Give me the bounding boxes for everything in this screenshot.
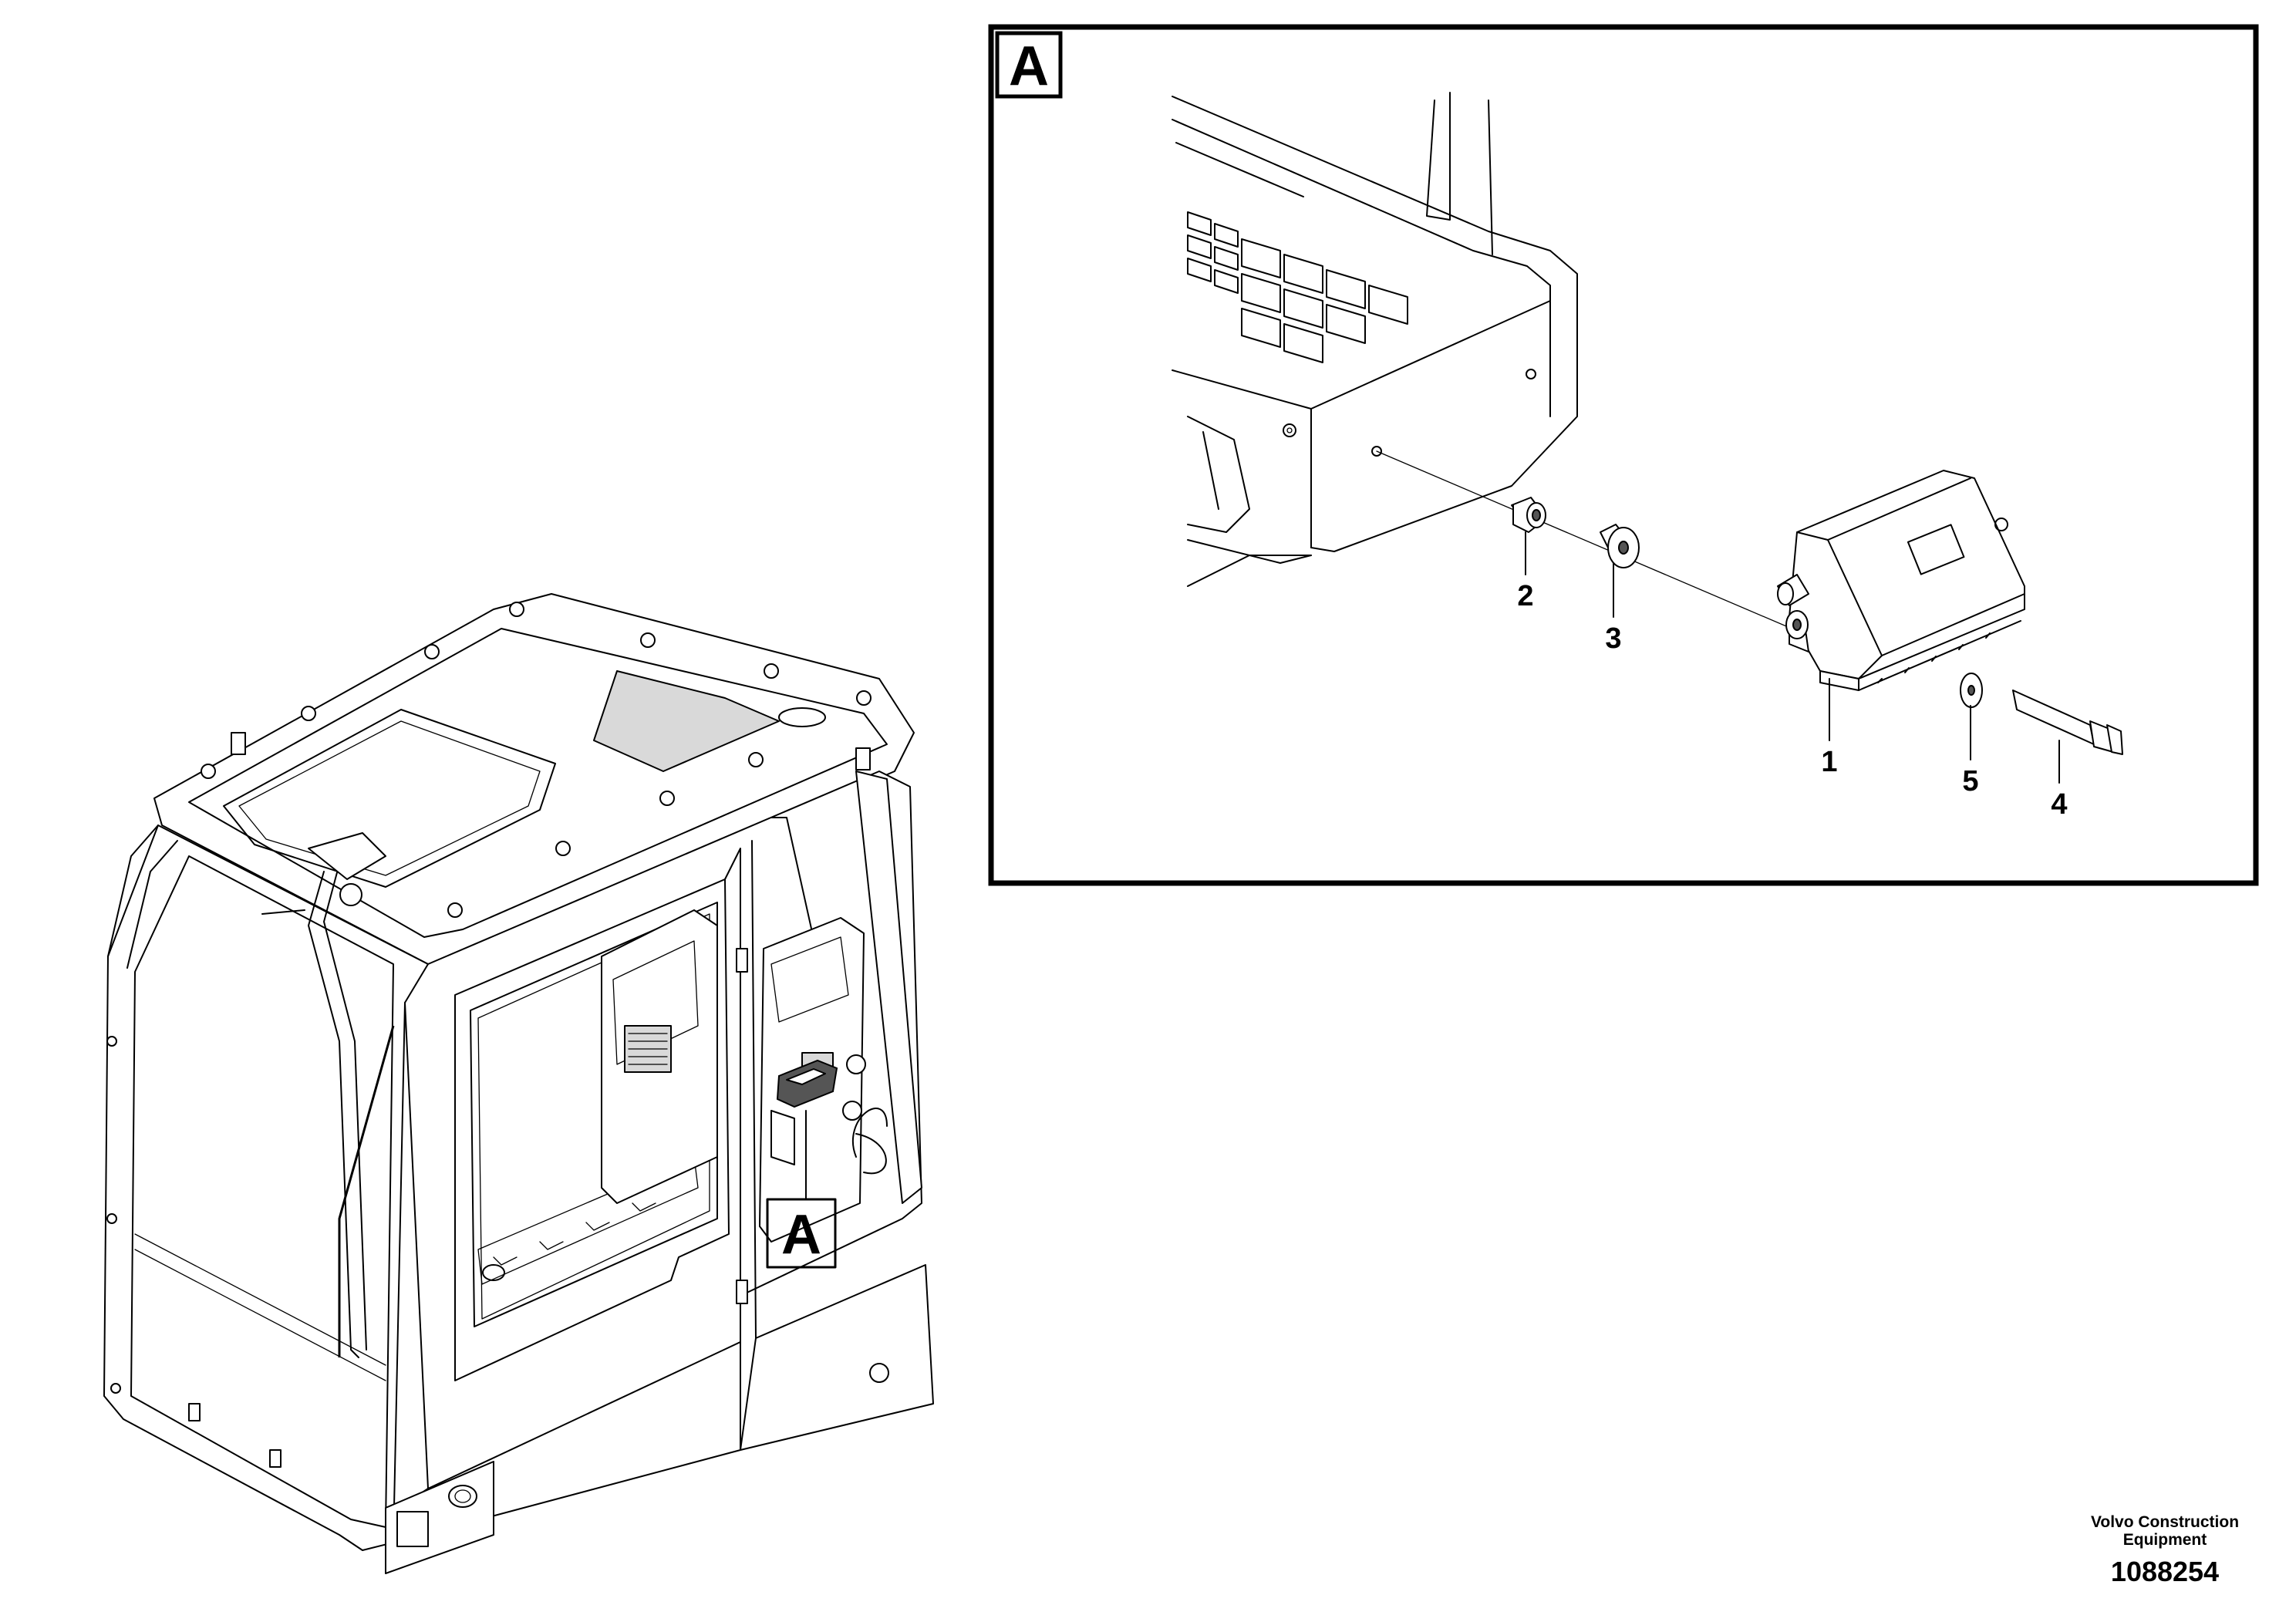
part-4-bolt [2012, 690, 2123, 755]
callout-3: 3 [1605, 622, 1621, 655]
console-housing [1172, 92, 1578, 587]
part-1-controller-unit [1777, 470, 2025, 691]
document-number: 1088254 [2111, 1556, 2219, 1587]
credit-line-1: Volvo Construction [2091, 1513, 2239, 1531]
detail-view-a: A [988, 24, 2259, 886]
keypad [1187, 211, 1408, 363]
cab-overview [103, 593, 934, 1574]
detail-view-tag-text: A [1009, 35, 1049, 97]
cab-view-tag-text: A [781, 1204, 821, 1266]
callout-leaders [1525, 531, 2060, 784]
callout-1: 1 [1821, 746, 1837, 778]
callout-2: 2 [1517, 580, 1533, 612]
credit-line-2: Equipment [2123, 1531, 2207, 1549]
callout-5: 5 [1962, 765, 1978, 798]
cab-view-tag: A [766, 1198, 837, 1269]
footer-credit: Volvo Construction Equipment 1088254 [2091, 1513, 2239, 1587]
assembly-axis [1376, 450, 1829, 645]
part-2-spacer-sleeve [1511, 497, 1546, 533]
callout-4: 4 [2051, 788, 2067, 821]
part-3-rubber-bushing [1600, 524, 1640, 568]
part-5-washer [1960, 673, 1983, 708]
